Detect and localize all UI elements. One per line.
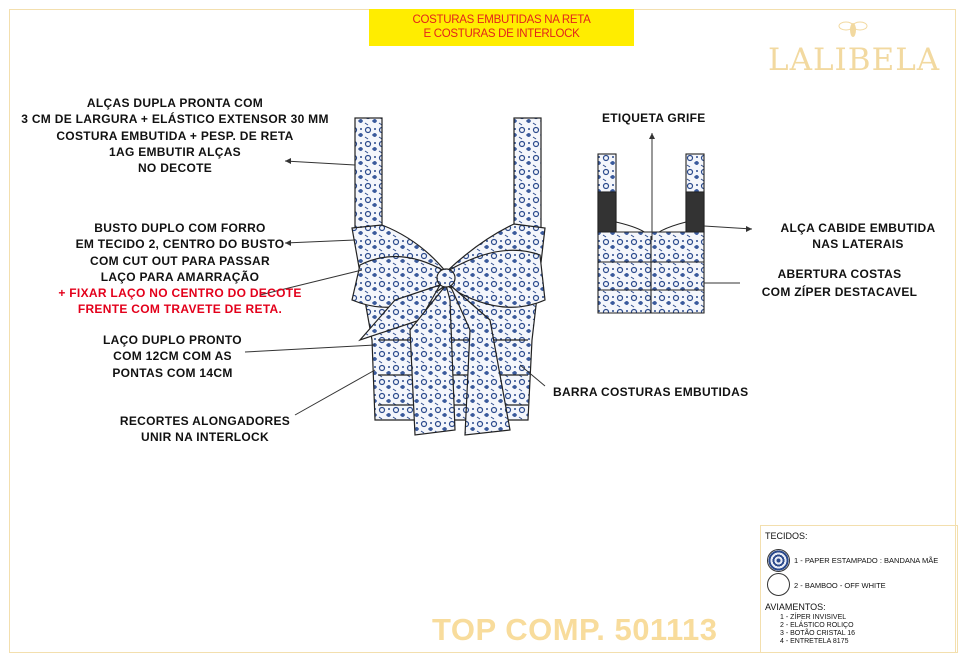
note-line: RECORTES ALONGADORES — [119, 414, 291, 428]
note-line: 3 CM DE LARGURA + ELÁSTICO EXTENSOR 30 M… — [21, 112, 329, 127]
materials-legend: TECIDOS: 1 - PAPER ESTAMPADO : BANDANA M… — [760, 525, 958, 653]
trim-item: 2 - ELÁSTICO ROLIÇO — [780, 622, 854, 629]
note-line: ALÇA CABIDE EMBUTIDA — [780, 221, 936, 235]
note-line: LAÇO PARA AMARRAÇÃO — [100, 269, 260, 284]
note-line: COM ZÍPER DESTACAVEL — [761, 285, 918, 299]
product-title: TOP COMP. 501113 — [432, 612, 718, 647]
note-line: COM 12CM COM AS — [113, 349, 232, 364]
seam-banner: COSTURAS EMBUTIDAS NA RETA E COSTURAS DE… — [369, 9, 634, 46]
annotation-bow: LAÇO DUPLO PRONTO COM 12CM COM AS PONTAS… — [90, 332, 255, 381]
trim-item: 4 - ENTRETELA 8175 — [780, 638, 849, 645]
back-view — [597, 153, 705, 314]
bee-logo-icon — [838, 21, 868, 37]
banner-line: COSTURAS EMBUTIDAS NA RETA — [412, 14, 591, 26]
annotation-bust: BUSTO DUPLO COM FORRO EM TECIDO 2, CENTR… — [30, 220, 330, 318]
arrowheads — [285, 133, 752, 246]
note-line: COM CUT OUT PARA PASSAR — [89, 253, 270, 268]
annotation-label: ETIQUETA GRIFE — [602, 111, 706, 125]
brand-logo: LALIBELA — [768, 42, 941, 78]
trims-heading: AVIAMENTOS: — [765, 602, 826, 612]
annotation-panels: RECORTES ALONGADORES UNIR NA INTERLOCK — [105, 413, 305, 446]
note-line: NAS LATERAIS — [812, 237, 904, 252]
trim-item: 3 - BOTÃO CRISTAL 16 — [780, 630, 856, 637]
banner-line: E COSTURAS DE INTERLOCK — [423, 28, 580, 40]
note-line-red: + FIXAR LAÇO NO CENTRO DO DECOTE — [58, 286, 302, 301]
note-line: ALÇAS DUPLA PRONTA COM — [86, 96, 264, 110]
note-line: ABERTURA COSTAS — [777, 267, 902, 281]
note-line: COSTURA EMBUTIDA + PESP. DE RETA — [56, 128, 294, 143]
note-line: BUSTO DUPLO COM FORRO — [94, 221, 266, 235]
note-line: PONTAS COM 14CM — [112, 365, 233, 380]
note-line: UNIR NA INTERLOCK — [141, 430, 269, 445]
annotation-straps: ALÇAS DUPLA PRONTA COM 3 CM DE LARGURA +… — [20, 95, 330, 176]
fabric-swatch-white — [767, 573, 790, 596]
note-line-red: FRENTE COM TRAVETE DE RETA. — [77, 302, 283, 317]
annotation-back-opening: ABERTURA COSTAS COM ZÍPER DESTACAVEL — [742, 265, 937, 301]
note-line: 1AG EMBUTIR ALÇAS — [109, 144, 241, 159]
note-line: LAÇO DUPLO PRONTO — [103, 333, 242, 347]
fabric-swatch-print — [767, 549, 790, 572]
annotation-hem: BARRA COSTURAS EMBUTIDAS — [553, 385, 749, 399]
note-line: NO DECOTE — [137, 161, 213, 176]
fabric-label: 1 - PAPER ESTAMPADO : BANDANA MÃE — [794, 556, 939, 565]
trim-item: 1 - ZÍPER INVISIVEL — [780, 614, 847, 621]
fabrics-heading: TECIDOS: — [765, 531, 808, 541]
annotation-hanger-loop: ALÇA CABIDE EMBUTIDA NAS LATERAIS — [758, 220, 958, 253]
note-line: EM TECIDO 2, CENTRO DO BUSTO — [75, 237, 285, 252]
fabric-label: 2 - BAMBOO - OFF WHITE — [794, 581, 886, 590]
callout-arrows — [244, 133, 753, 416]
front-view — [351, 117, 546, 436]
